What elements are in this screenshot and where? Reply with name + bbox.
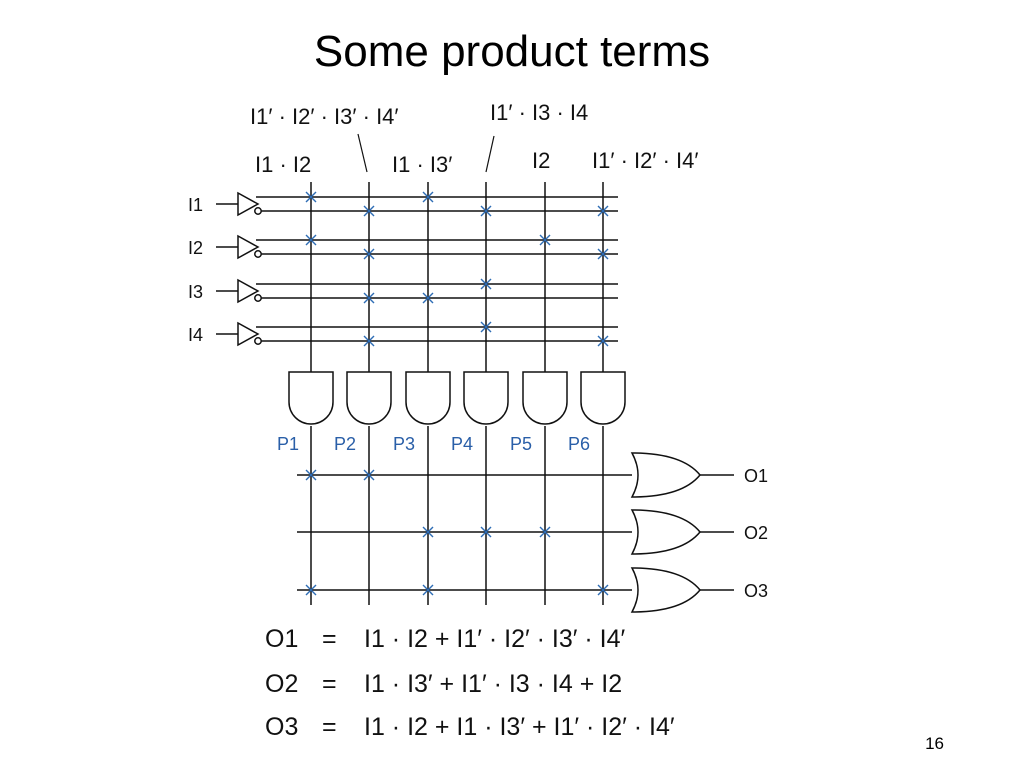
- input-label-i3: I3: [188, 282, 203, 302]
- buffer-i2: [237, 234, 260, 260]
- and-connection-p6: [597, 248, 609, 260]
- and-connection-p2: [363, 248, 375, 260]
- product-label-p3: P3: [393, 434, 415, 454]
- term-label-p3: I1 · I3′: [392, 152, 452, 177]
- and-connection-p3: [422, 292, 434, 304]
- product-label-p4: P4: [451, 434, 473, 454]
- and-gate-3: [405, 371, 451, 425]
- and-gate-1: [288, 371, 334, 425]
- term-label-p4: I1′ · I3 · I4: [490, 100, 588, 125]
- inverter-bubble-i1: [254, 207, 262, 215]
- or-connection-o2: [480, 526, 492, 538]
- buffer-i4: [237, 321, 260, 347]
- and-gate-5: [522, 371, 568, 425]
- product-label-p5: P5: [510, 434, 532, 454]
- and-connection-p2: [363, 292, 375, 304]
- and-connection-p4: [480, 278, 492, 290]
- equation-o2-rhs: I1 · I3′ + I1′ · I3 · I4 + I2: [364, 670, 622, 698]
- inverter-bubble-i2: [254, 250, 262, 258]
- wires: [216, 182, 734, 605]
- and-connection-p2: [363, 335, 375, 347]
- and-connection-p4: [480, 205, 492, 217]
- term-label-p6: I1′ · I2′ · I4′: [592, 148, 699, 173]
- input-label-i1: I1: [188, 195, 203, 215]
- inverter-bubble-i4: [254, 337, 262, 345]
- and-connection-p6: [597, 335, 609, 347]
- product-label-p1: P1: [277, 434, 299, 454]
- and-connection-p4: [480, 321, 492, 333]
- term-pointer-p2: [357, 133, 368, 173]
- slide-title: Some product terms: [313, 27, 711, 76]
- or-connection-o2: [422, 526, 434, 538]
- or-connection-o3: [305, 584, 317, 596]
- equation-o2-lhs: O2: [265, 670, 298, 698]
- and-gate-4: [463, 371, 509, 425]
- output-label-o2: O2: [744, 523, 768, 543]
- equation-o1-rhs: I1 · I2 + I1′ · I2′ · I3′ · I4′: [364, 625, 626, 653]
- or-connection-o3: [422, 584, 434, 596]
- input-label-i2: I2: [188, 238, 203, 258]
- equation-o3-equals: =: [322, 713, 337, 741]
- equation-o1-lhs: O1: [265, 625, 298, 653]
- inverter-bubble-i3: [254, 294, 262, 302]
- connection-marks: [305, 191, 609, 596]
- buffer-i3: [237, 278, 260, 304]
- or-gate-1: [630, 452, 701, 498]
- and-connection-p5: [539, 234, 551, 246]
- and-connection-p3: [422, 191, 434, 203]
- page-number: 16: [925, 734, 944, 753]
- output-label-o1: O1: [744, 466, 768, 486]
- product-label-p2: P2: [334, 434, 356, 454]
- and-connection-p2: [363, 205, 375, 217]
- equation-o3-lhs: O3: [265, 713, 298, 741]
- and-connection-p1: [305, 191, 317, 203]
- equation-o2-equals: =: [322, 670, 337, 698]
- equation-o3-rhs: I1 · I2 + I1 · I3′ + I1′ · I2′ · I4′: [364, 713, 675, 741]
- input-label-i4: I4: [188, 325, 203, 345]
- or-gate-3: [630, 567, 701, 613]
- term-label-p2: I1′ · I2′ · I3′ · I4′: [250, 104, 399, 129]
- term-pointer-p4: [485, 135, 495, 173]
- term-label-p1: I1 · I2: [255, 152, 311, 177]
- and-gate-6: [580, 371, 626, 425]
- gates: [237, 191, 701, 613]
- buffer-i1: [237, 191, 260, 217]
- or-connection-o1: [305, 469, 317, 481]
- product-label-p6: P6: [568, 434, 590, 454]
- or-connection-o2: [539, 526, 551, 538]
- or-gate-2: [630, 509, 701, 555]
- and-gate-2: [346, 371, 392, 425]
- and-connection-p6: [597, 205, 609, 217]
- equation-o1-equals: =: [322, 625, 337, 653]
- term-label-p5: I2: [532, 148, 550, 173]
- or-connection-o1: [363, 469, 375, 481]
- and-connection-p1: [305, 234, 317, 246]
- output-label-o3: O3: [744, 581, 768, 601]
- or-connection-o3: [597, 584, 609, 596]
